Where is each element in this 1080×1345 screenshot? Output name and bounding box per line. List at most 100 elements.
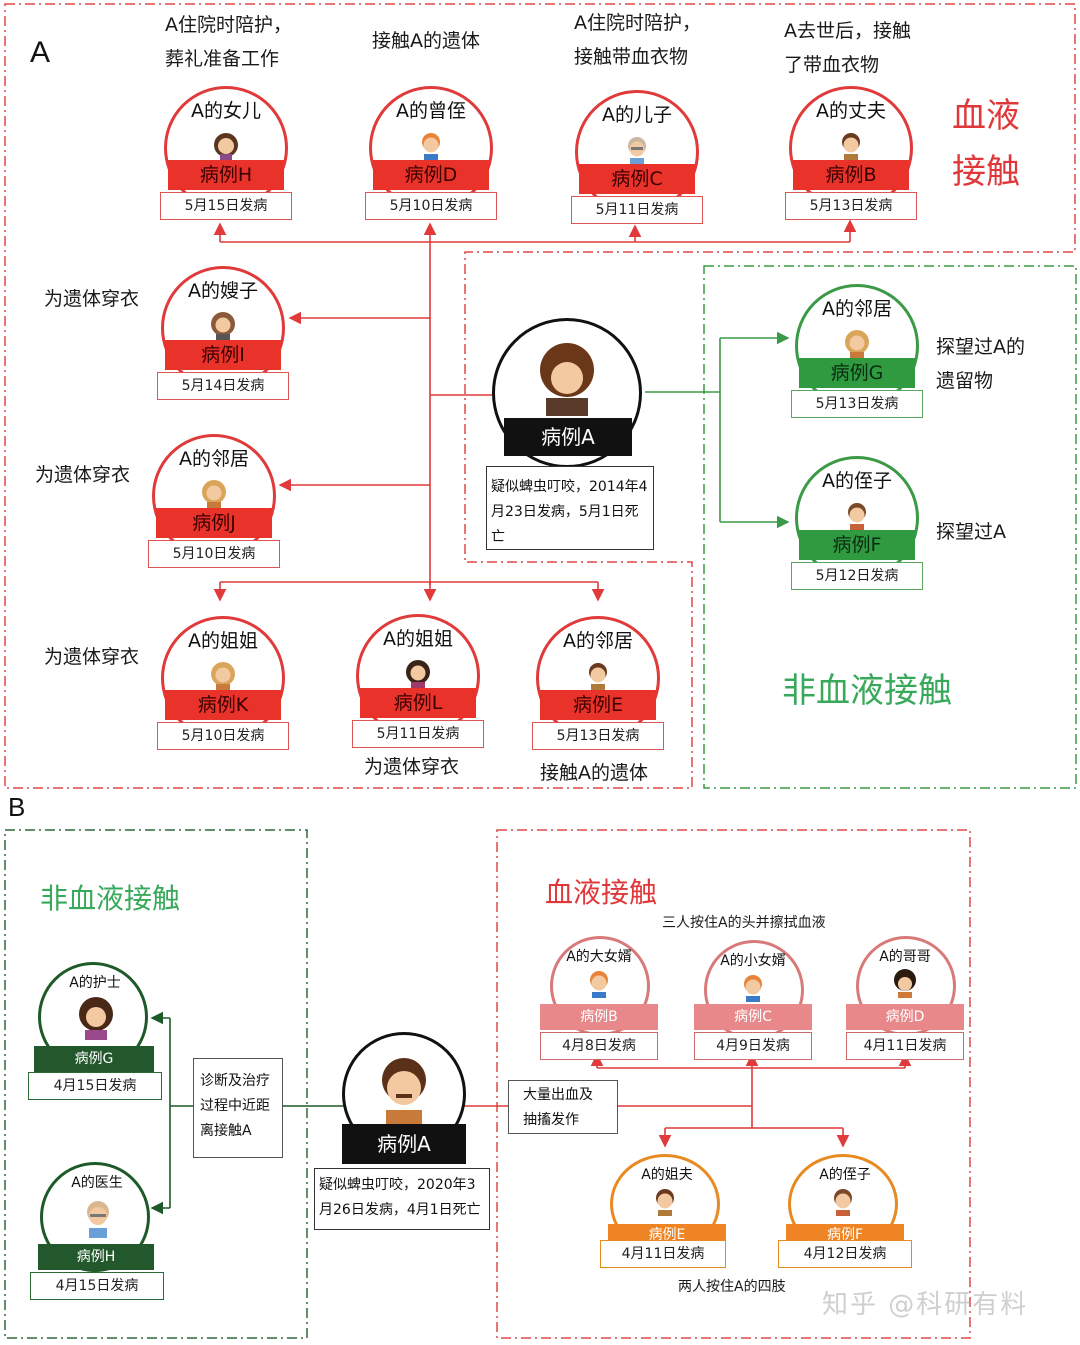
blood-contact-label-a: 血液 接触 [952, 96, 1020, 192]
onset-date: 5月10日发病 [148, 540, 280, 568]
onset-date: 4月8日发病 [540, 1032, 658, 1060]
person-boy-icon [422, 133, 440, 160]
person-man-glasses-icon [87, 1201, 109, 1238]
watermark: 知乎 @科研有料 [822, 1290, 1029, 1320]
note-case-l: 为遗体穿衣 [364, 756, 460, 778]
panel-a-label: A [30, 36, 51, 69]
nonblood-region-b [4, 829, 308, 1339]
case-relation: A的姐夫 [641, 1167, 693, 1183]
person-woman-icon [211, 312, 235, 340]
case-relation: A的哥哥 [879, 949, 931, 965]
person-woman-icon [406, 660, 430, 688]
top-group-note: 三人按住A的头并擦拭血液 [662, 915, 826, 931]
onset-date: 5月12日发病 [791, 562, 923, 590]
onset-date: 4月11日发病 [600, 1240, 726, 1268]
blood-region-a-top [4, 3, 1076, 789]
nonblood-note-box: 诊断及治疗过程中近距离接触A [193, 1058, 283, 1158]
onset-date: 5月13日发病 [791, 390, 923, 418]
case-tag: 病例H [38, 1244, 154, 1270]
case-tag: 病例D [846, 1004, 964, 1030]
blood-note-box: 大量出血及抽搐发作 [508, 1080, 618, 1134]
nonblood-region-a [703, 265, 1077, 789]
person-man-icon [834, 1189, 852, 1216]
person-girl-icon [214, 133, 238, 160]
case-card-k: A的姐姐 病例K 5月10日发病 [152, 616, 302, 776]
blood-contact-label-b: 血液接触 [545, 876, 658, 909]
note-case-j: 为遗体穿衣 [35, 464, 131, 486]
note-case-e: 接触A的遗体 [540, 762, 648, 784]
nonblood-contact-label-a: 非血液接触 [782, 671, 952, 711]
case-relation: A的邻居 [563, 630, 633, 652]
case-tag: 病例L [360, 688, 476, 718]
person-curly-hair-icon [894, 969, 916, 998]
person-man-icon [842, 133, 860, 160]
case-relation: A的姐姐 [383, 628, 453, 650]
case-card-b-d: A的哥哥 病例D 4月11日发病 [834, 936, 984, 1096]
case-card-d: A的曾侄 病例D 5月10日发病 [360, 86, 510, 246]
note-case-b: A去世后，接触了带血衣物 [784, 20, 911, 76]
nonblood-contact-label-b: 非血液接触 [40, 882, 181, 915]
case-relation: A的邻居 [822, 298, 892, 320]
case-relation: A的曾侄 [396, 100, 466, 122]
case-card-b-b: A的大女婿 病例B 4月8日发病 [528, 936, 678, 1096]
case-relation: A的大女婿 [566, 949, 632, 965]
person-man-glasses-icon [628, 137, 646, 164]
case-tag: 病例C [694, 1004, 812, 1030]
case-card-i: A的嫂子 病例I 5月14日发病 [152, 266, 302, 426]
case-relation: A的儿子 [602, 104, 672, 126]
case-tag: 病例J [156, 508, 272, 538]
case-card-b-c: A的小女婿 病例C 4月9日发病 [682, 940, 832, 1100]
case-tag: 病例K [165, 690, 281, 720]
case-tag: 病例C [579, 164, 695, 194]
case-relation: A的嫂子 [188, 280, 258, 302]
person-man-icon [848, 503, 866, 530]
onset-date: 4月15日发病 [28, 1072, 162, 1100]
person-blonde-woman-icon [211, 662, 235, 690]
case-card-b-g: A的护士 病例G 4月15日发病 [24, 962, 174, 1122]
case-relation: A的侄子 [819, 1167, 871, 1183]
case-card-b-f: A的侄子 病例F 4月12日发病 [774, 1154, 924, 1314]
person-woman-icon [79, 997, 113, 1040]
person-man-icon [589, 663, 607, 690]
person-blonde-woman-icon [202, 480, 226, 508]
case-tag: 病例D [373, 160, 489, 190]
case-relation: A的小女婿 [720, 953, 786, 969]
onset-date: 4月12日发病 [778, 1240, 912, 1268]
case-relation: A的护士 [69, 975, 121, 991]
case-card-b-e: A的姐夫 病例E 4月11日发病 [596, 1154, 746, 1314]
note-case-g: 探望过A的遗留物 [936, 336, 1025, 392]
onset-date: 5月13日发病 [532, 722, 664, 750]
onset-date: 5月11日发病 [352, 720, 484, 748]
note-case-d: 接触A的遗体 [372, 30, 480, 52]
onset-date: 4月9日发病 [694, 1032, 812, 1060]
onset-date: 5月15日发病 [160, 192, 292, 220]
note-case-h: A住院时陪护，葬礼准备工作 [165, 14, 292, 70]
person-blonde-woman-icon [845, 330, 869, 358]
person-curly-hair-icon [540, 343, 594, 416]
note-case-i: 为遗体穿衣 [44, 288, 140, 310]
person-boy-icon [744, 975, 762, 1002]
case-relation: A的侄子 [822, 470, 892, 492]
person-man-mustache-icon [382, 1058, 426, 1130]
note-case-k: 为遗体穿衣 [44, 646, 140, 668]
case-relation: A的丈夫 [816, 100, 886, 122]
case-relation: A的邻居 [179, 448, 249, 470]
person-boy-icon [590, 971, 608, 998]
index-case-b: 病例A 疑似蜱虫叮咬，2020年3月26日发病，4月1日死亡 [314, 1032, 492, 1230]
case-card-h: A的女儿 病例H 5月15日发病 [155, 86, 305, 246]
case-tag: 病例G [34, 1046, 154, 1072]
onset-date: 5月14日发病 [157, 372, 289, 400]
index-tag: 病例A [504, 418, 632, 456]
onset-date: 4月11日发病 [846, 1032, 964, 1060]
case-card-b-h: A的医生 病例H 4月15日发病 [26, 1162, 176, 1322]
onset-date: 5月13日发病 [785, 192, 917, 220]
index-tag: 病例A [342, 1124, 466, 1164]
index-description: 疑似蜱虫叮咬，2014年4月23日发病，5月1日死亡 [486, 466, 654, 550]
bottom-group-note: 两人按住A的四肢 [678, 1279, 786, 1295]
index-case-a: 病例A 疑似蜱虫叮咬，2014年4月23日发病，5月1日死亡 [486, 318, 662, 550]
case-tag: 病例F [799, 530, 915, 560]
case-card-l: A的姐姐 病例L 5月11日发病 [347, 614, 497, 774]
case-card-j: A的邻居 病例J 5月10日发病 [143, 434, 293, 594]
case-relation: A的女儿 [191, 100, 261, 122]
onset-date: 5月10日发病 [157, 722, 289, 750]
